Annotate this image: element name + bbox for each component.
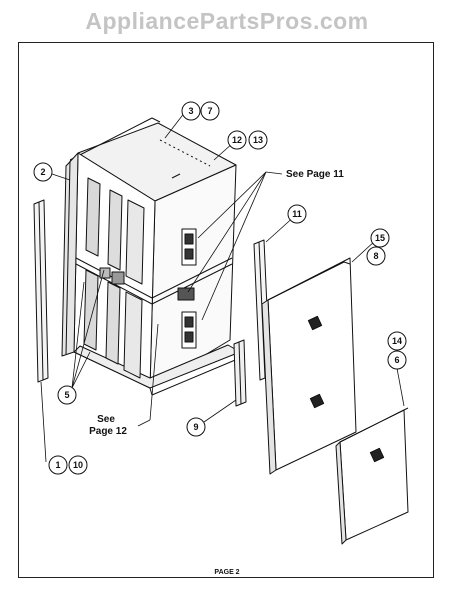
callout-10 — [68, 455, 88, 475]
callout-1 — [48, 455, 68, 475]
callout-8-label: 8 — [373, 251, 378, 261]
callout-13-label: 13 — [253, 135, 263, 145]
callout-1-label: 1 — [55, 460, 60, 470]
see-page-12-line2: Page 12 — [89, 426, 127, 437]
oven-housing — [61, 117, 241, 396]
callout-12-label: 12 — [232, 135, 242, 145]
callout-3-label: 3 — [188, 106, 193, 116]
callout-6 — [387, 350, 407, 370]
callout-15 — [370, 228, 390, 248]
callout-9-label: 9 — [193, 422, 198, 432]
see-page-11-label: See Page 11 — [286, 169, 344, 180]
callout-5 — [57, 385, 77, 405]
callout-14-label: 14 — [392, 336, 402, 346]
callout-11 — [287, 204, 307, 224]
callout-11-label: 11 — [292, 209, 302, 219]
callout-6-label: 6 — [394, 355, 399, 365]
diagram-frame — [18, 42, 434, 578]
see-page-12-line1: See — [97, 414, 115, 425]
callout-12 — [227, 130, 247, 150]
callout-13 — [248, 130, 268, 150]
leader-lines — [40, 111, 405, 463]
callout-14 — [387, 331, 407, 351]
callout-8 — [366, 246, 386, 266]
site-watermark: AppliancePartsPros.com — [85, 8, 369, 34]
callout-7 — [200, 101, 220, 121]
trim-strip-left — [33, 199, 49, 383]
callout-15-label: 15 — [375, 233, 385, 243]
page-number: PAGE 2 — [214, 569, 240, 576]
callout-3 — [181, 101, 201, 121]
small-side-panel — [335, 407, 409, 545]
callout-10-label: 10 — [73, 460, 83, 470]
callout-7-label: 7 — [207, 106, 212, 116]
callout-9 — [186, 417, 206, 437]
large-side-panel — [261, 257, 357, 475]
callout-5-label: 5 — [64, 390, 69, 400]
callout-2 — [33, 162, 53, 182]
callout-2-label: 2 — [40, 167, 45, 177]
lower-trim-piece — [233, 339, 247, 407]
